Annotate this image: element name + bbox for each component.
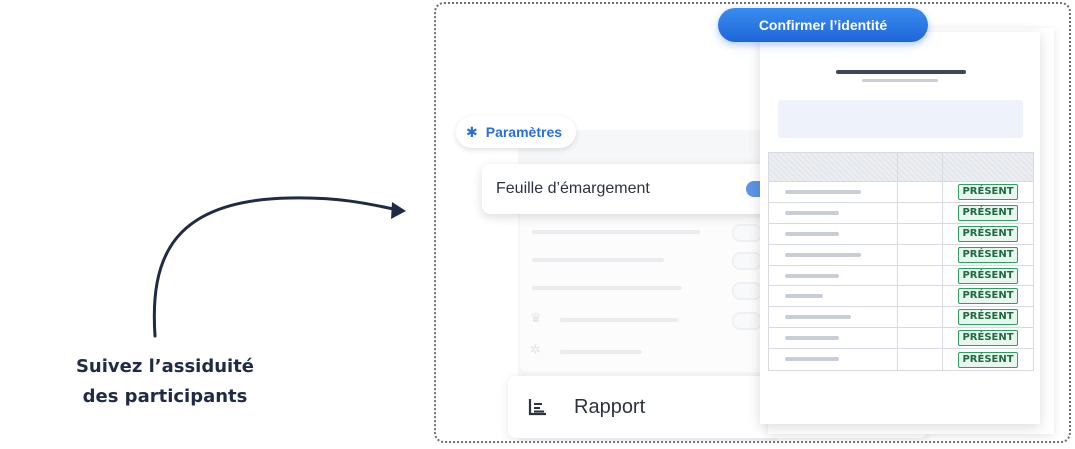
name-cell xyxy=(769,244,898,265)
signature-cell xyxy=(898,202,943,223)
name-cell xyxy=(769,265,898,286)
setting-line xyxy=(560,318,678,322)
status-badge: PRÉSENT xyxy=(958,288,1018,305)
signature-cell xyxy=(898,307,943,328)
gear-icon: ✲ xyxy=(530,342,541,357)
table-row: PRÉSENT xyxy=(769,286,1033,308)
status-cell: PRÉSENT xyxy=(943,349,1033,370)
name-cell xyxy=(769,307,898,328)
signature-cell xyxy=(898,265,943,286)
status-cell: PRÉSENT xyxy=(943,286,1033,306)
setting-line xyxy=(532,230,700,234)
name-cell xyxy=(769,349,898,371)
table-row: PRÉSENT xyxy=(769,349,1033,371)
trophy-icon: ♛ xyxy=(530,310,542,325)
setting-toggle[interactable] xyxy=(732,312,762,330)
document-subtitle-line xyxy=(862,79,938,82)
setting-toggle[interactable] xyxy=(732,282,762,300)
setting-toggle[interactable] xyxy=(732,224,762,242)
signature-cell xyxy=(898,328,943,349)
attendance-sheet-setting: Feuille d’émargement xyxy=(482,164,798,214)
settings-tab-label: Paramètres xyxy=(485,124,563,140)
setting-toggle[interactable] xyxy=(732,252,762,270)
name-placeholder-line xyxy=(785,190,861,194)
signature-cell xyxy=(898,182,943,202)
name-cell xyxy=(769,202,898,223)
setting-line xyxy=(532,286,682,290)
setting-line xyxy=(532,258,664,262)
document-title-line xyxy=(836,70,966,74)
status-cell: PRÉSENT xyxy=(943,224,1033,244)
name-placeholder-line xyxy=(785,294,823,299)
header-cell xyxy=(898,153,943,181)
status-badge: PRÉSENT xyxy=(958,225,1018,242)
table-row: PRÉSENT xyxy=(769,307,1033,329)
status-cell: PRÉSENT xyxy=(943,266,1033,286)
caption-line-1: Suivez l’assiduité xyxy=(75,356,255,377)
status-cell: PRÉSENT xyxy=(943,328,1033,348)
status-cell: PRÉSENT xyxy=(943,307,1033,327)
name-cell xyxy=(769,328,898,349)
name-placeholder-line xyxy=(785,315,851,320)
table-header xyxy=(769,153,1033,182)
name-placeholder-line xyxy=(785,252,861,257)
table-row: PRÉSENT xyxy=(769,223,1033,245)
status-cell: PRÉSENT xyxy=(943,245,1033,265)
attendance-document: PRÉSENT PRÉSENT PRÉSENT PRÉSENT PRÉSENT PRÉSE… xyxy=(760,32,1040,424)
signature-cell xyxy=(898,349,943,371)
document-info-box xyxy=(778,100,1023,138)
name-placeholder-line xyxy=(785,336,839,341)
status-badge: PRÉSENT xyxy=(958,246,1018,263)
name-placeholder-line xyxy=(785,357,839,362)
status-badge: PRÉSENT xyxy=(958,309,1018,326)
status-cell: PRÉSENT xyxy=(943,203,1033,223)
header-cell xyxy=(769,153,898,181)
signature-cell xyxy=(898,223,943,244)
table-row: PRÉSENT xyxy=(769,265,1033,287)
settings-tab[interactable]: ✱ Paramètres xyxy=(456,116,577,148)
header-cell xyxy=(943,153,1033,181)
table-row: PRÉSENT xyxy=(769,182,1033,203)
status-badge: PRÉSENT xyxy=(958,351,1018,368)
settings-list: ♛ ✲ xyxy=(520,192,770,372)
attendance-sheet-label: Feuille d’émargement xyxy=(496,180,650,197)
attendance-table: PRÉSENT PRÉSENT PRÉSENT PRÉSENT PRÉSENT PRÉSE… xyxy=(768,152,1034,372)
status-cell: PRÉSENT xyxy=(943,182,1033,202)
gear-icon: ✱ xyxy=(466,123,478,140)
confirm-identity-button[interactable]: Confirmer l’identité xyxy=(718,8,928,42)
curved-arrow-icon xyxy=(152,196,406,338)
status-badge: PRÉSENT xyxy=(958,267,1018,284)
status-badge: PRÉSENT xyxy=(958,183,1018,200)
setting-line xyxy=(560,350,642,354)
product-mockup-frame: ♛ ✲ ✱ Paramètres Feuille d’émargement Ra… xyxy=(434,2,1071,443)
name-placeholder-line xyxy=(785,210,839,215)
report-label: Rapport xyxy=(574,395,646,418)
feature-caption: Suivez l’assiduité des participants xyxy=(40,352,290,412)
name-placeholder-line xyxy=(785,273,839,278)
status-badge: PRÉSENT xyxy=(958,330,1018,347)
caption-line-2: des participants xyxy=(82,386,248,407)
bar-chart-icon xyxy=(528,399,546,416)
table-row: PRÉSENT xyxy=(769,202,1033,224)
signature-cell xyxy=(898,286,943,307)
name-cell xyxy=(769,223,898,244)
name-cell xyxy=(769,182,898,202)
table-row: PRÉSENT xyxy=(769,244,1033,266)
status-badge: PRÉSENT xyxy=(958,204,1018,221)
name-cell xyxy=(769,286,898,307)
table-row: PRÉSENT xyxy=(769,328,1033,350)
signature-cell xyxy=(898,244,943,265)
name-placeholder-line xyxy=(785,231,839,236)
